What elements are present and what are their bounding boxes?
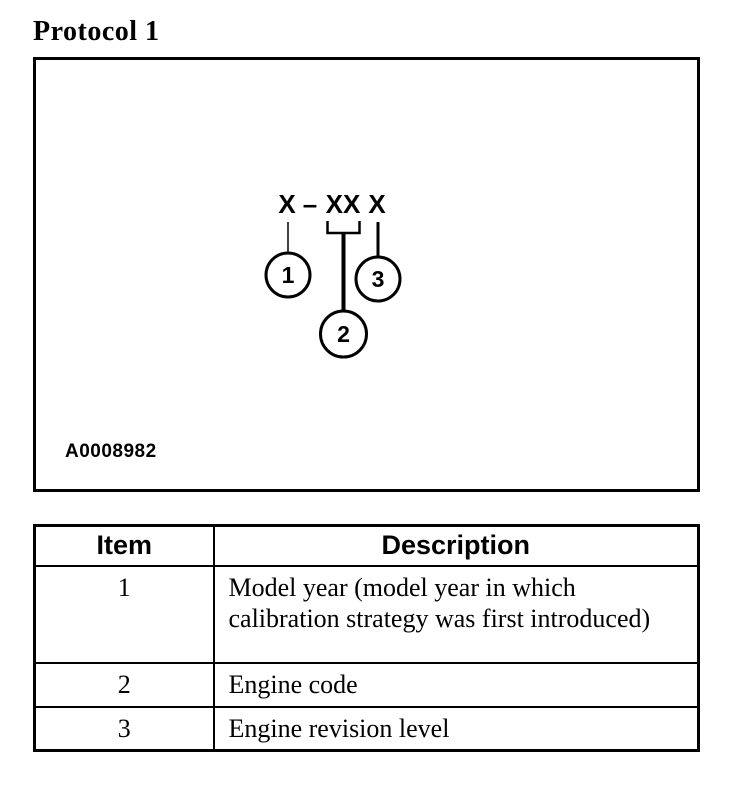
item-number: 1 [33,564,215,664]
callout-1-circle [264,251,312,299]
callout-2-number: 2 [337,321,350,347]
item-description: Model year (model year in which calibrat… [212,564,700,664]
callout-3-circle [354,255,402,303]
figure-id-label: A0008982 [65,441,157,462]
item-number: 2 [33,661,215,708]
column-header-item: Item [33,524,215,567]
table-row: 3 Engine revision level [33,705,700,751]
column-header-description: Description [212,524,700,567]
figure-frame: X – XX X 1 2 3 A0008982 [33,57,700,492]
code-engine-chars: XX [326,189,361,219]
callout-1-number: 1 [282,262,295,288]
legend-table: Item Description 1 Model year (model yea… [33,524,700,752]
item-description: Engine code [212,661,700,708]
callout-3-number: 3 [372,266,385,292]
engine-code-diagram: X – XX X 1 2 3 [264,189,402,359]
table-row: 2 Engine code [33,661,700,708]
code-dash: – [303,189,317,219]
item-description: Engine revision level [212,705,700,751]
legend-header-row: Item Description [33,524,700,567]
code-revision-char: X [368,189,386,219]
code-year-char: X [278,189,296,219]
page-title: Protocol 1 [33,16,160,47]
callout-2-bracket [326,221,361,235]
callout-2-circle [319,309,368,359]
item-number: 3 [33,705,215,751]
table-row: 1 Model year (model year in which calibr… [33,564,700,664]
